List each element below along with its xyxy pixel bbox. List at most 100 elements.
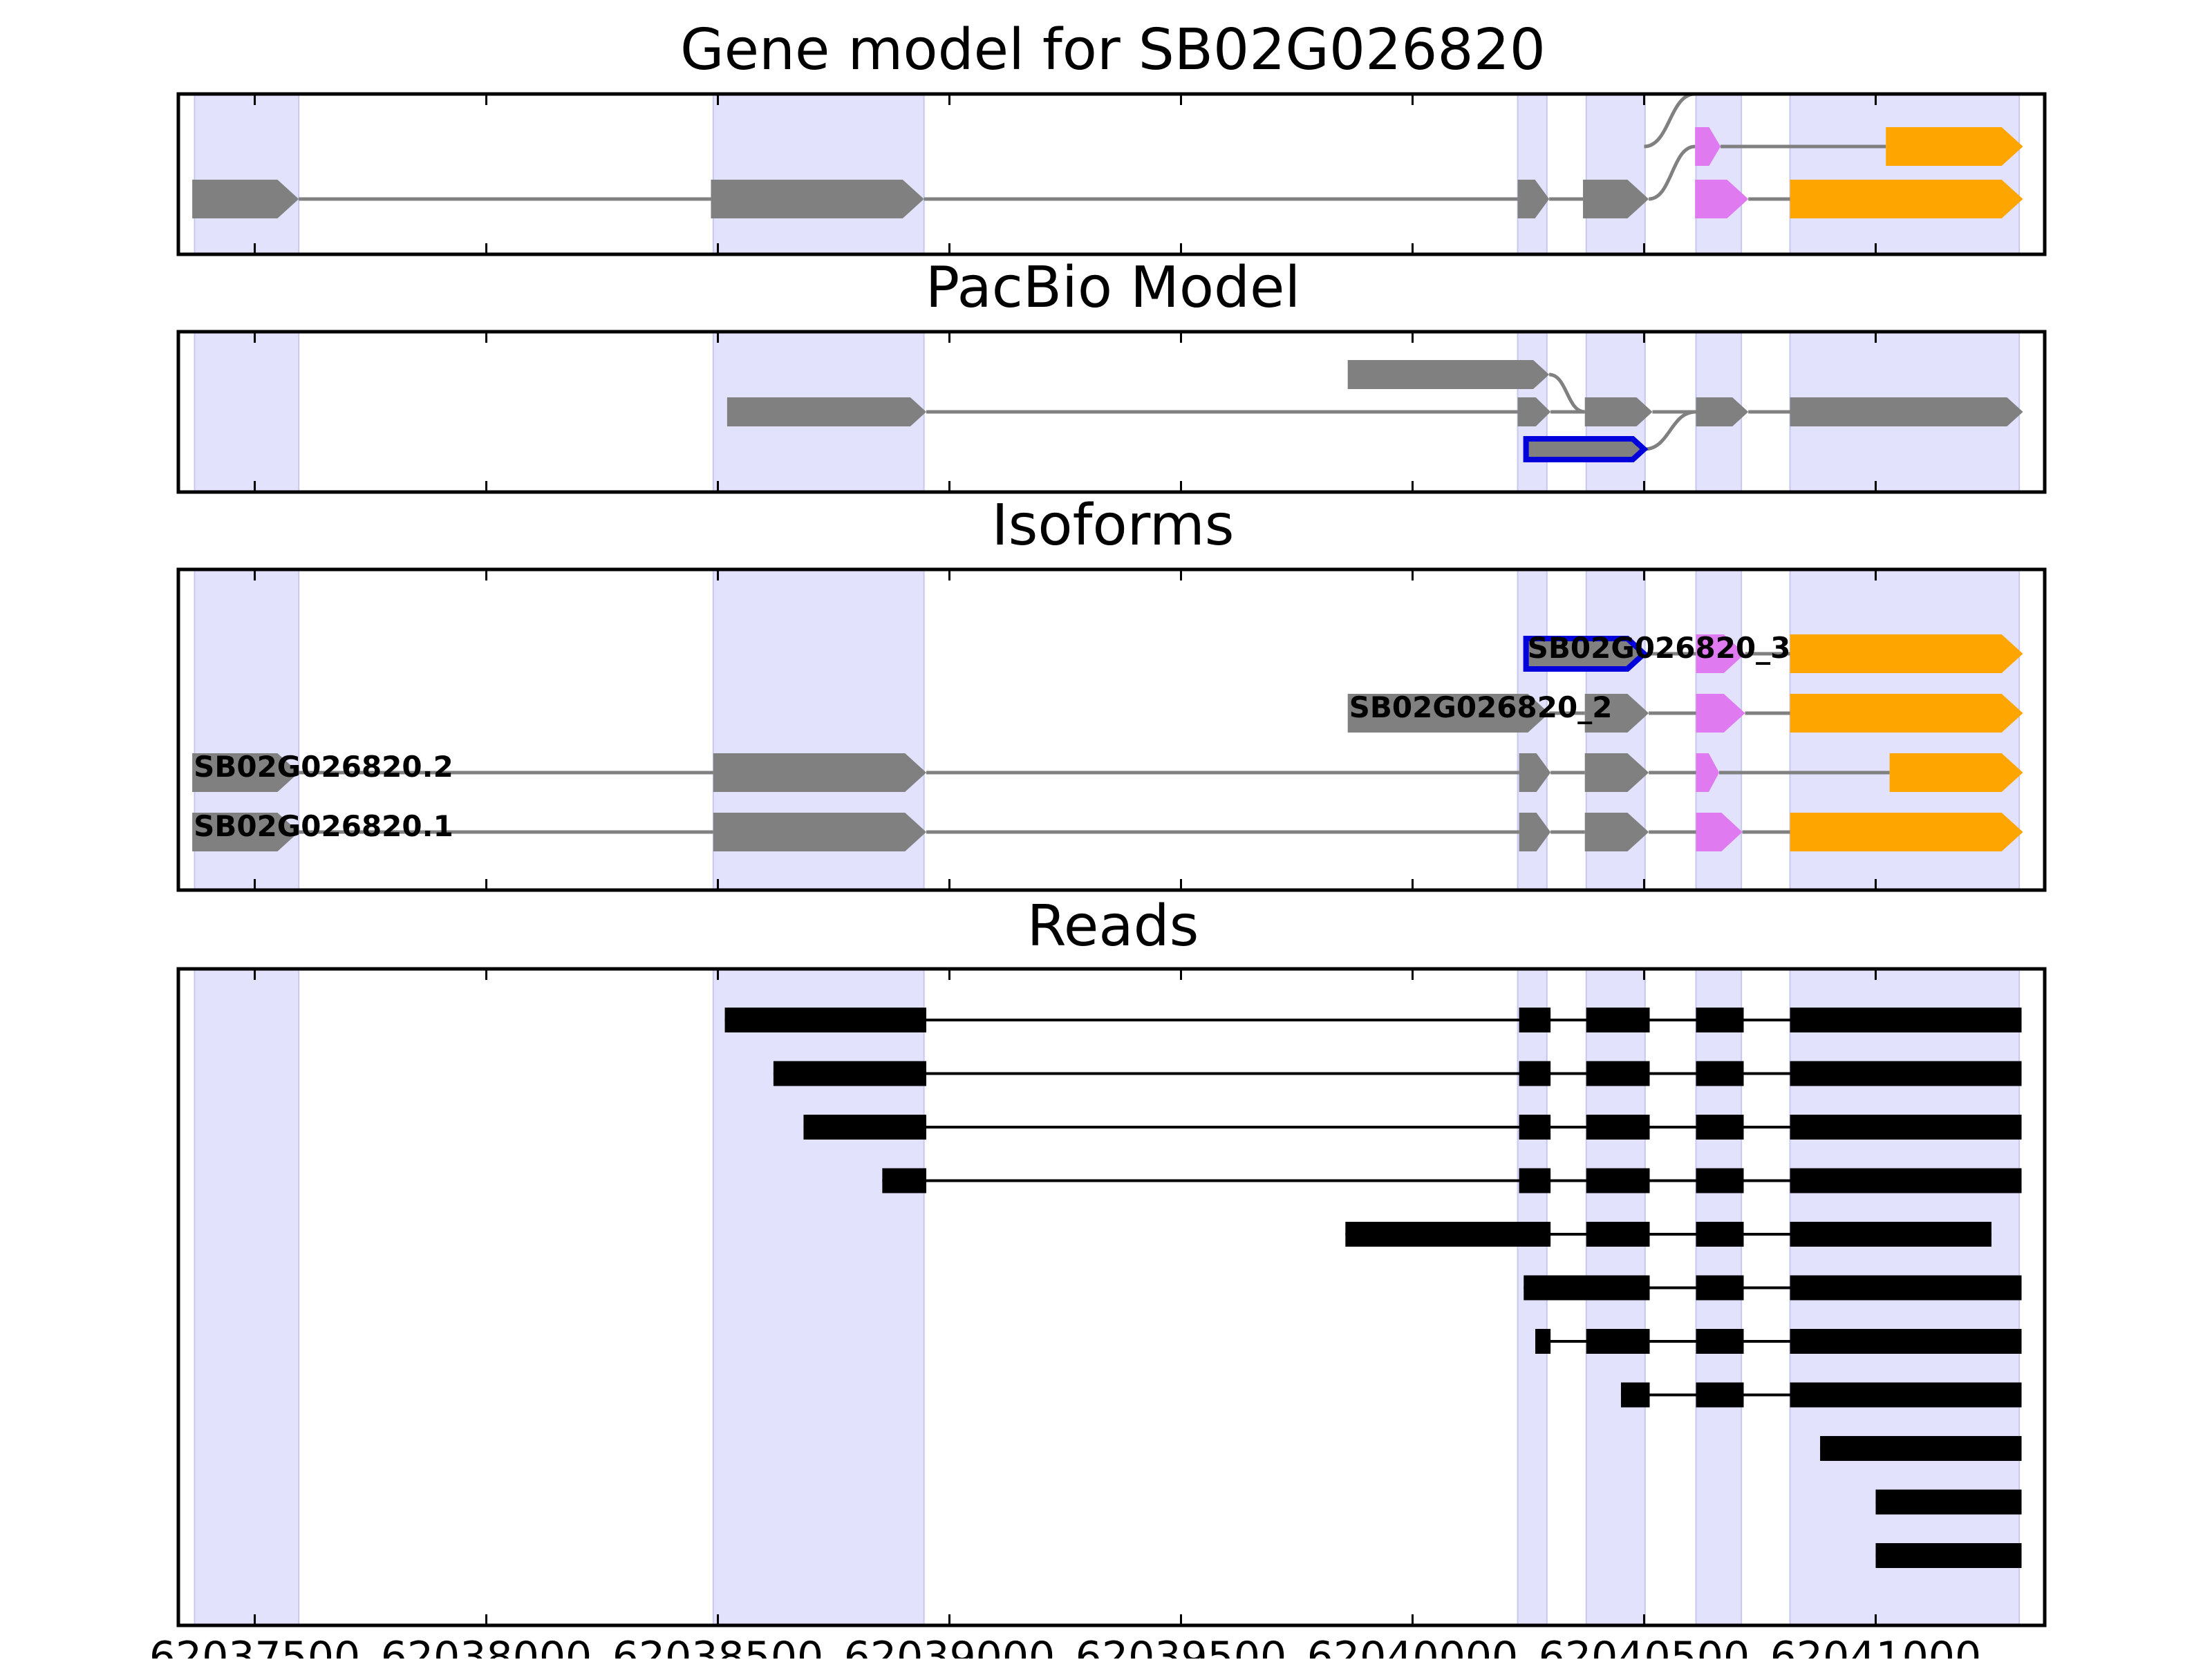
read-block: [1790, 1061, 2022, 1086]
row-gene-model-1: [192, 144, 2023, 218]
read-block: [1535, 1329, 1551, 1354]
x-tick-label: 62037500: [149, 1633, 360, 1659]
panel-frame: [176, 92, 2047, 256]
exon-cds: [1584, 753, 1649, 792]
exon-cds: [1347, 694, 1550, 733]
read-block: [724, 1008, 927, 1032]
read-block: [1696, 1329, 1744, 1354]
panel-title: Reads: [1027, 894, 1199, 959]
read-8: [1820, 1436, 2022, 1461]
read-block: [1696, 1115, 1744, 1140]
exon-cds: [1583, 180, 1649, 218]
read-block: [1519, 1008, 1551, 1032]
row-pacbio-model-1: [727, 397, 2023, 426]
read-block: [1345, 1222, 1551, 1247]
x-tick-label: 62039500: [1076, 1633, 1286, 1659]
exon-cds: [1519, 753, 1551, 792]
read-block: [1586, 1168, 1650, 1193]
read-10: [1875, 1543, 2022, 1568]
exon-utr5: [1696, 813, 1743, 851]
read-block: [803, 1115, 927, 1140]
exon-cds: [711, 180, 924, 218]
read-9: [1875, 1489, 2022, 1515]
read-block: [1586, 1008, 1650, 1032]
read-block: [1790, 1168, 2022, 1193]
read-block: [1586, 1115, 1650, 1140]
read-block: [1790, 1382, 2022, 1408]
x-tick-label: 62041000: [1770, 1633, 1981, 1659]
read-block: [1696, 1008, 1744, 1032]
exon-cds: [1790, 397, 2023, 426]
row-isoforms-2: SB02G026820.2: [192, 750, 2023, 792]
panel-title: Gene model for SB02G026820: [680, 17, 1546, 83]
read-block: [1790, 1222, 1991, 1247]
cluster-shade: [712, 93, 925, 255]
row-pacbio-model-2: [1523, 410, 1696, 462]
read-4: [1345, 1222, 1991, 1247]
x-tick-label: 62038500: [612, 1633, 823, 1659]
exon-utr5: [1695, 127, 1721, 166]
read-block: [1790, 1275, 2022, 1301]
exon-utr3: [1790, 694, 2023, 733]
exon-cds: [713, 813, 927, 851]
read-block: [1696, 1222, 1744, 1247]
cluster-shade: [1517, 93, 1548, 255]
exon-cds: [713, 753, 927, 792]
exon-utr5: [1696, 634, 1745, 673]
x-tick-label: 62038000: [381, 1633, 592, 1659]
cluster-shade: [1695, 93, 1743, 255]
read-block: [773, 1061, 927, 1086]
cluster-shade: [194, 93, 300, 255]
row-pacbio-model-0: [1347, 360, 1586, 414]
read-6: [1535, 1329, 2022, 1354]
row-isoforms-1: SB02G026820_2: [1347, 690, 2023, 733]
x-tick-label: 62039000: [844, 1633, 1055, 1659]
read-7: [1620, 1382, 2022, 1408]
exon-highlight: [1523, 636, 1649, 672]
read-block: [1696, 1061, 1744, 1086]
exon-cds: [192, 180, 299, 218]
panel-title: Isoforms: [992, 493, 1235, 558]
exon-cds: [1517, 180, 1550, 218]
intron-curve: [1644, 92, 1696, 149]
intron-curve: [1644, 410, 1696, 451]
read-block: [1519, 1115, 1551, 1140]
read-block: [1696, 1382, 1744, 1408]
exon-cds: [1517, 397, 1551, 426]
exon-utr3: [1889, 753, 2023, 792]
read-block: [1790, 1329, 2022, 1354]
x-tick-label: 62040500: [1539, 1633, 1750, 1659]
exon-utr5: [1695, 180, 1749, 218]
exon-utr3: [1886, 127, 2023, 166]
row-isoforms-0: SB02G026820_3: [1523, 631, 2023, 673]
row-isoforms-3: SB02G026820.1: [192, 809, 2023, 851]
exon-cds: [1696, 397, 1749, 426]
panel-gene-model: Gene model for SB02G026820: [176, 17, 2047, 256]
cluster-shade: [1585, 93, 1646, 255]
intron-curve: [1648, 144, 1696, 201]
exon-highlight: [1523, 436, 1649, 462]
x-tick-label: 62040000: [1307, 1633, 1518, 1659]
panel-title: PacBio Model: [926, 255, 1301, 321]
exon-cds: [1584, 813, 1649, 851]
exon-cds: [192, 813, 299, 851]
read-0: [724, 1008, 2022, 1032]
read-block: [1524, 1275, 1650, 1301]
exon-utr3: [1790, 813, 2023, 851]
cluster-shade: [194, 331, 300, 493]
read-block: [1875, 1543, 2022, 1568]
intron-curve: [1548, 372, 1586, 414]
panel-isoforms: SB02G026820_3SB02G026820_2SB02G026820.2S…: [176, 493, 2047, 892]
exon-cds: [1584, 694, 1649, 733]
read-block: [1586, 1061, 1650, 1086]
read-block: [1820, 1436, 2022, 1461]
exon-utr3: [1790, 180, 2023, 218]
isoform-label: SB02G026820_3: [1528, 631, 1791, 665]
read-3: [882, 1168, 2022, 1193]
read-1: [773, 1061, 2022, 1086]
exon-cds: [1584, 397, 1653, 426]
read-2: [803, 1115, 2022, 1140]
isoform-label: SB02G026820.2: [194, 750, 453, 784]
panel-reads: Reads: [176, 894, 2047, 1627]
